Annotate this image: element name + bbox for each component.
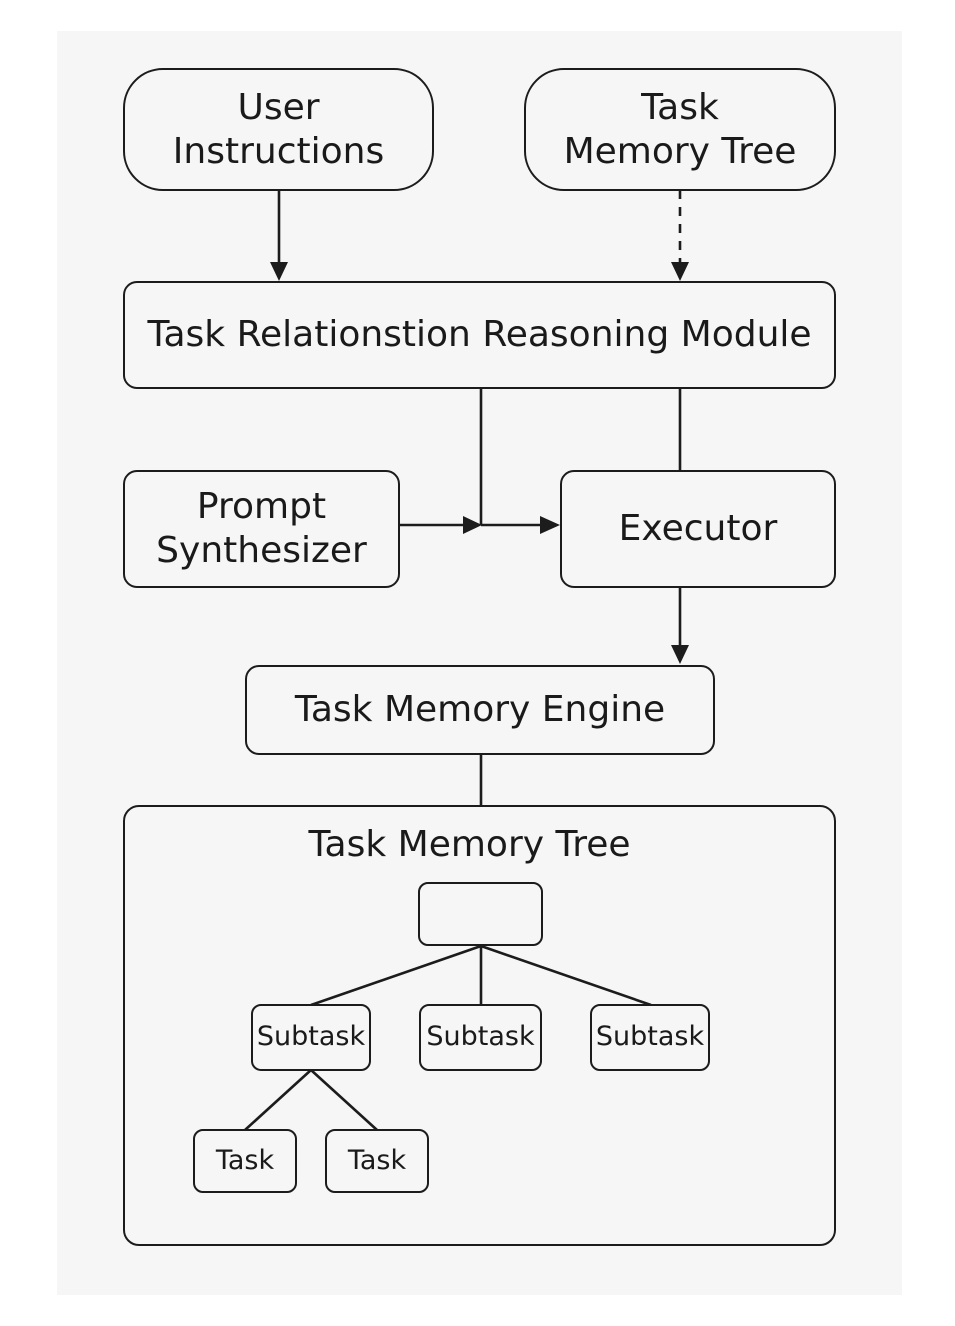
arrowhead-prompt-to-junction	[463, 516, 482, 534]
subtask-node-3: Subtask	[590, 1004, 710, 1071]
task-node-1: Task	[193, 1129, 297, 1193]
task-memory-engine-node: Task Memory Engine	[245, 665, 715, 755]
arrowhead-executor-to-engine	[671, 645, 689, 664]
arrowhead-junction-to-executor	[540, 516, 560, 534]
subtask-node-1: Subtask	[251, 1004, 371, 1071]
user-instructions-node: User Instructions	[123, 68, 434, 191]
arrowhead-user-to-reasoning	[270, 262, 288, 281]
prompt-synthesizer-node: Prompt Synthesizer	[123, 470, 400, 588]
task-memory-tree-title: Task Memory Tree	[308, 824, 631, 865]
tree-root-node	[418, 882, 543, 946]
arrowhead-memory-tree-to-reasoning	[671, 262, 689, 281]
task-relationship-reasoning-module: Task Relationstion Reasoning Module	[123, 281, 836, 389]
task-node-2: Task	[325, 1129, 429, 1193]
task-memory-tree-source-node: Task Memory Tree	[524, 68, 836, 191]
executor-node: Executor	[560, 470, 836, 588]
subtask-node-2: Subtask	[419, 1004, 542, 1071]
